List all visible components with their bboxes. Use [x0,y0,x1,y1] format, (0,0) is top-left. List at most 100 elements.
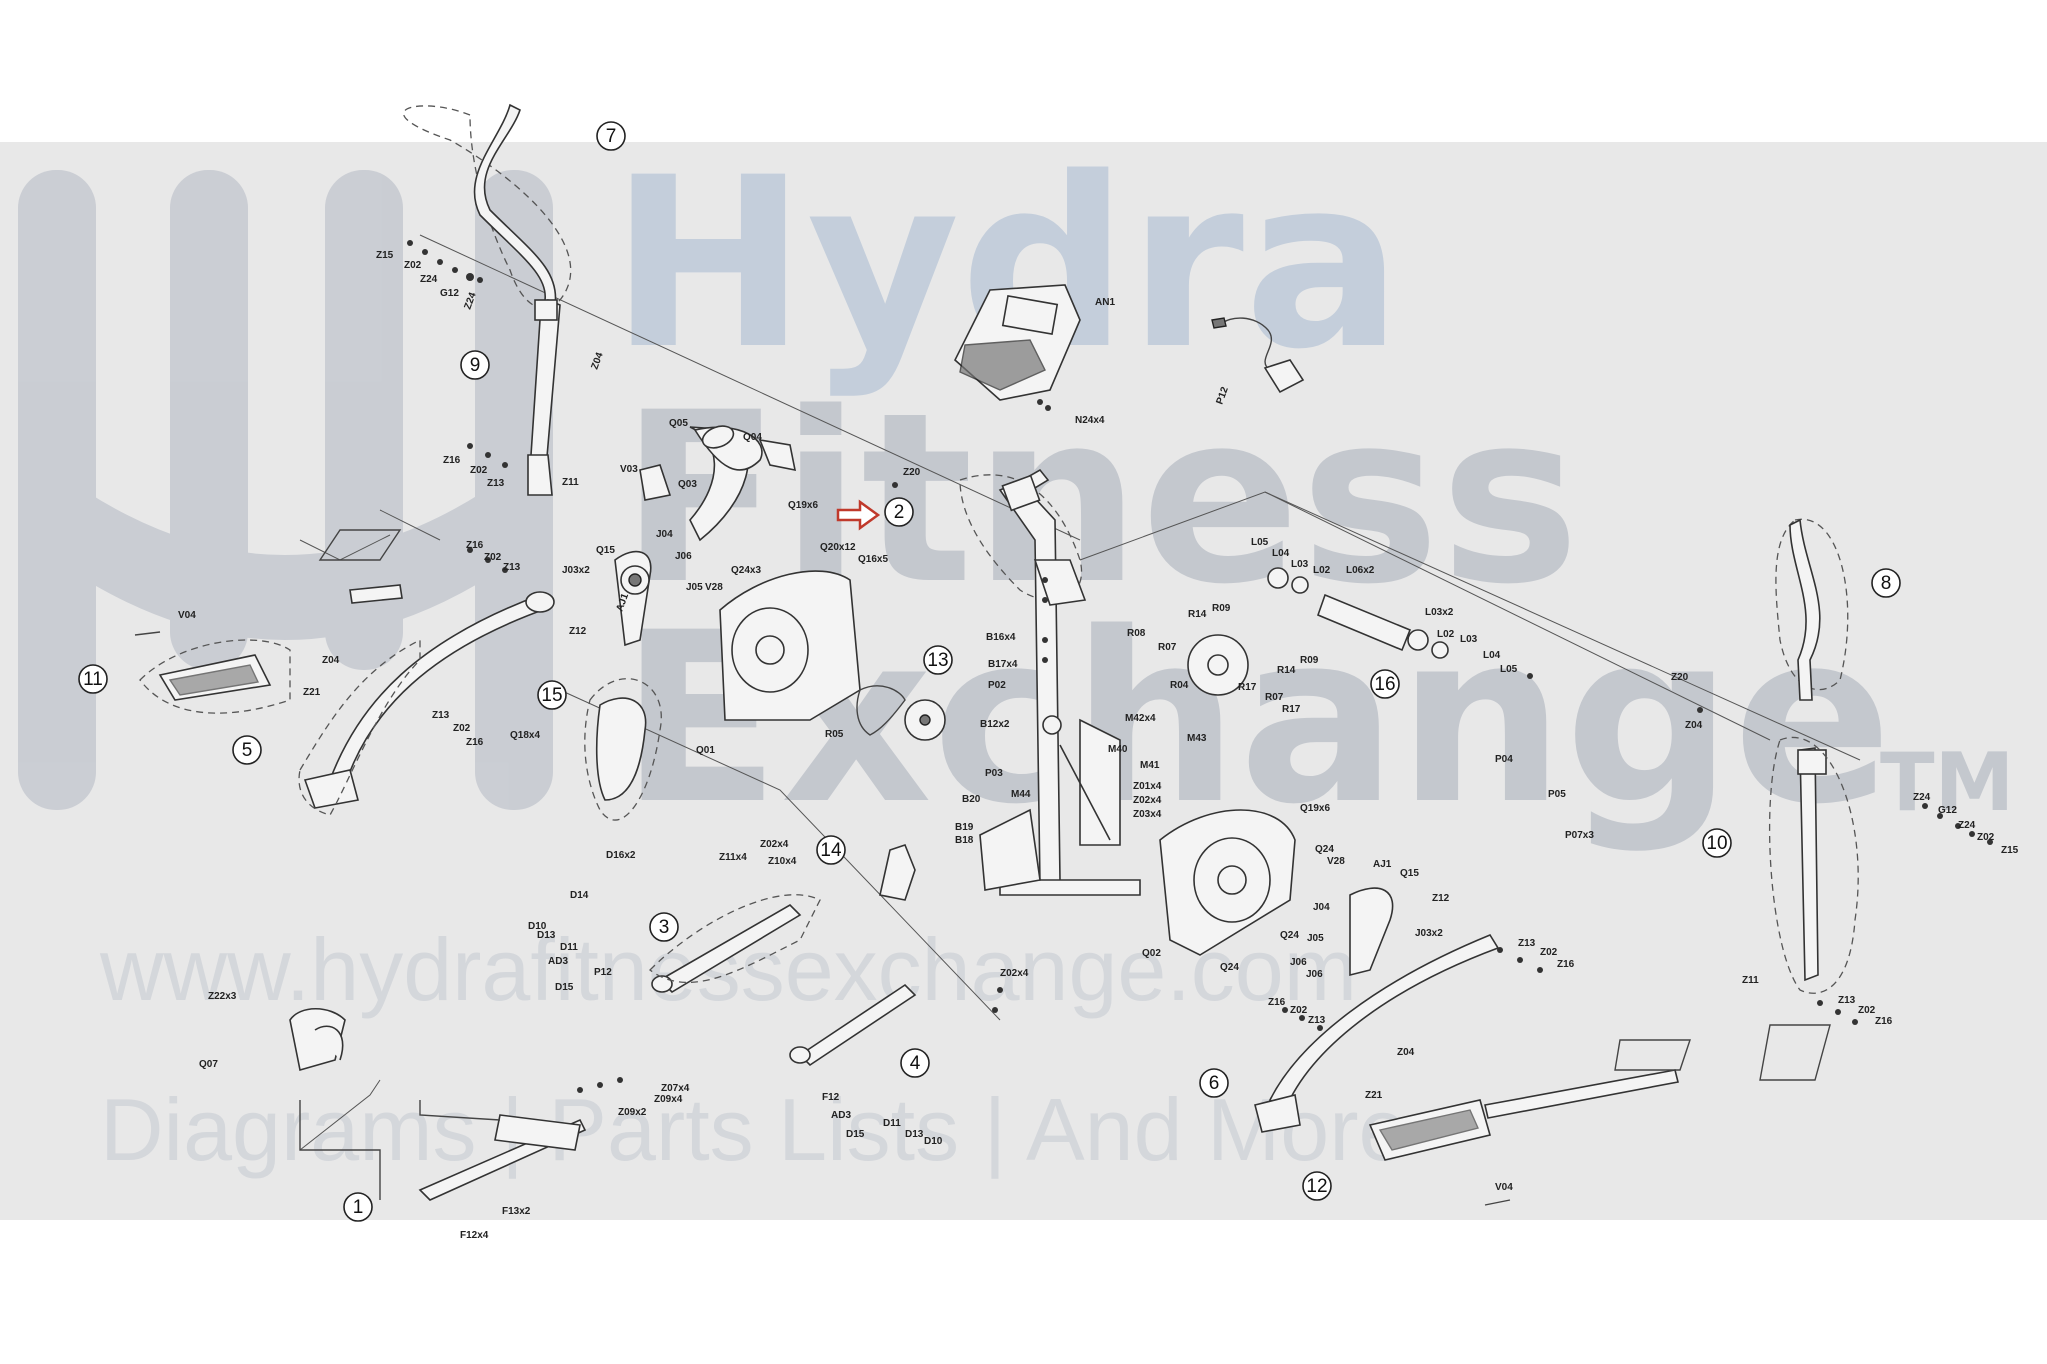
part-label-d15a: D15 [555,982,574,993]
part-label-q19x6b: Q19x6 [1300,803,1330,814]
part-label-q24x3: Q24x3 [731,565,761,576]
part-label-q24b: Q24 [1280,930,1299,941]
callout-circle [923,645,953,675]
part-label-d14: D14 [570,890,589,901]
callout-circle [1302,1171,1332,1201]
callout-4: 4 [900,1048,930,1078]
part-label-d16x2: D16x2 [606,850,636,861]
part-label-d13a: D13 [537,930,556,941]
part-label-p12b: P12 [594,967,612,978]
callout-5: 5 [232,735,262,765]
part-label-r09b: R09 [1300,655,1319,666]
callout-number: 10 [1706,833,1727,854]
part-label-q01: Q01 [696,745,715,756]
part-label-n24x4: N24x4 [1075,415,1105,426]
base-frame [289,1008,587,1201]
part-label-z02g: Z02 [1290,1005,1308,1016]
flywheel-shaft [1267,567,1449,659]
part-label-an1: AN1 [1095,297,1115,308]
part-label-z02c: Z02 [484,552,502,563]
callout-circle [232,735,262,765]
part-label-l04b: L04 [1483,650,1501,661]
part-label-z10x4: Z10x4 [768,856,797,867]
part-label-z15a: Z15 [376,250,394,261]
console [954,284,1081,411]
part-label-r14b: R14 [1277,665,1296,676]
part-label-v04b: V04 [1495,1182,1513,1193]
part-label-z11x4: Z11x4 [719,852,747,863]
flywheel [1187,634,1249,696]
right-shroud [1159,809,1394,977]
part-label-m44: M44 [1011,789,1031,800]
part-label-r14a: R14 [1188,609,1207,620]
part-label-q15b: Q15 [1400,868,1419,879]
callout-circle [460,350,490,380]
part-label-b12x2: B12x2 [980,719,1010,730]
part-label-z21a: Z21 [303,687,321,698]
part-label-m40: M40 [1108,744,1128,755]
part-label-l05b: L05 [1500,664,1518,675]
part-label-j05b: J05 [1307,933,1324,944]
part-label-q05: Q05 [669,418,688,429]
callout-8: 8 [1871,568,1901,598]
callout-3: 3 [649,912,679,942]
callout-2: 2 [884,497,914,527]
tension-bracket [879,844,916,901]
part-label-d11b: D11 [883,1118,901,1129]
part-label-d10a: D10 [528,921,547,932]
part-label-v03: V03 [620,464,638,475]
part-label-l05a: L05 [1251,537,1269,548]
callout-1: 1 [343,1192,373,1222]
part-label-z04b: Z04 [322,655,340,666]
callout-circle [1702,828,1732,858]
part-label-p04: P04 [1495,754,1513,765]
callout-number: 3 [659,917,670,938]
part-label-q02: Q02 [1142,948,1161,959]
main-frame-upright [959,468,1141,896]
part-label-j04a: J04 [656,529,673,540]
part-label-p05: P05 [1548,789,1566,800]
part-label-z02h: Z02 [1858,1005,1876,1016]
part-label-l02b: L02 [1437,629,1455,640]
callout-circle [596,121,626,151]
callout-number: 6 [1209,1073,1220,1094]
callout-13: 13 [923,645,953,675]
callout-circle [537,680,567,710]
part-label-j05a: J05 [686,582,703,593]
part-label-l03x2: L03x2 [1425,607,1454,618]
callout-number: 5 [242,740,253,761]
part-label-q20x12: Q20x12 [820,542,856,553]
crank-arms [649,894,917,1067]
brand-tagline: Diagrams | Parts Lists | And More [100,1080,1408,1179]
part-label-z24c: Z24 [1913,792,1931,803]
callout-number: 1 [353,1197,364,1218]
callout-11: 11 [78,664,108,694]
callout-number: 13 [927,650,948,671]
callout-number: 7 [606,126,617,147]
part-label-l03a: L03 [1291,559,1309,570]
left-pedal-arm [134,584,555,816]
part-label-z01x4: Z01x4 [1133,781,1162,792]
part-label-q07: Q07 [199,1059,218,1070]
power-adapter [1211,317,1305,394]
part-label-q15a: Q15 [596,545,615,556]
upper-covers [639,425,797,542]
part-label-z02b: Z02 [470,465,488,476]
highlight-arrow [836,499,881,531]
callout-circle [343,1192,373,1222]
part-label-v28a: V28 [705,582,723,593]
callout-16: 16 [1370,669,1400,699]
part-label-q24a: Q24 [1315,844,1334,855]
part-label-l06x2: L06x2 [1346,565,1375,576]
part-label-z16f: Z16 [1875,1016,1893,1027]
part-label-r07b: R07 [1265,692,1284,703]
fasteners [407,240,1993,1093]
part-label-d13b: D13 [905,1129,924,1140]
part-label-r04: R04 [1170,680,1189,691]
part-label-z04a: Z04 [589,351,605,371]
part-label-ad3a: AD3 [548,956,568,967]
part-label-j06c: J06 [1306,969,1323,980]
part-label-r17b: R17 [1282,704,1301,715]
part-label-b16x4: B16x4 [986,632,1016,643]
part-label-ad3b: AD3 [831,1110,851,1121]
